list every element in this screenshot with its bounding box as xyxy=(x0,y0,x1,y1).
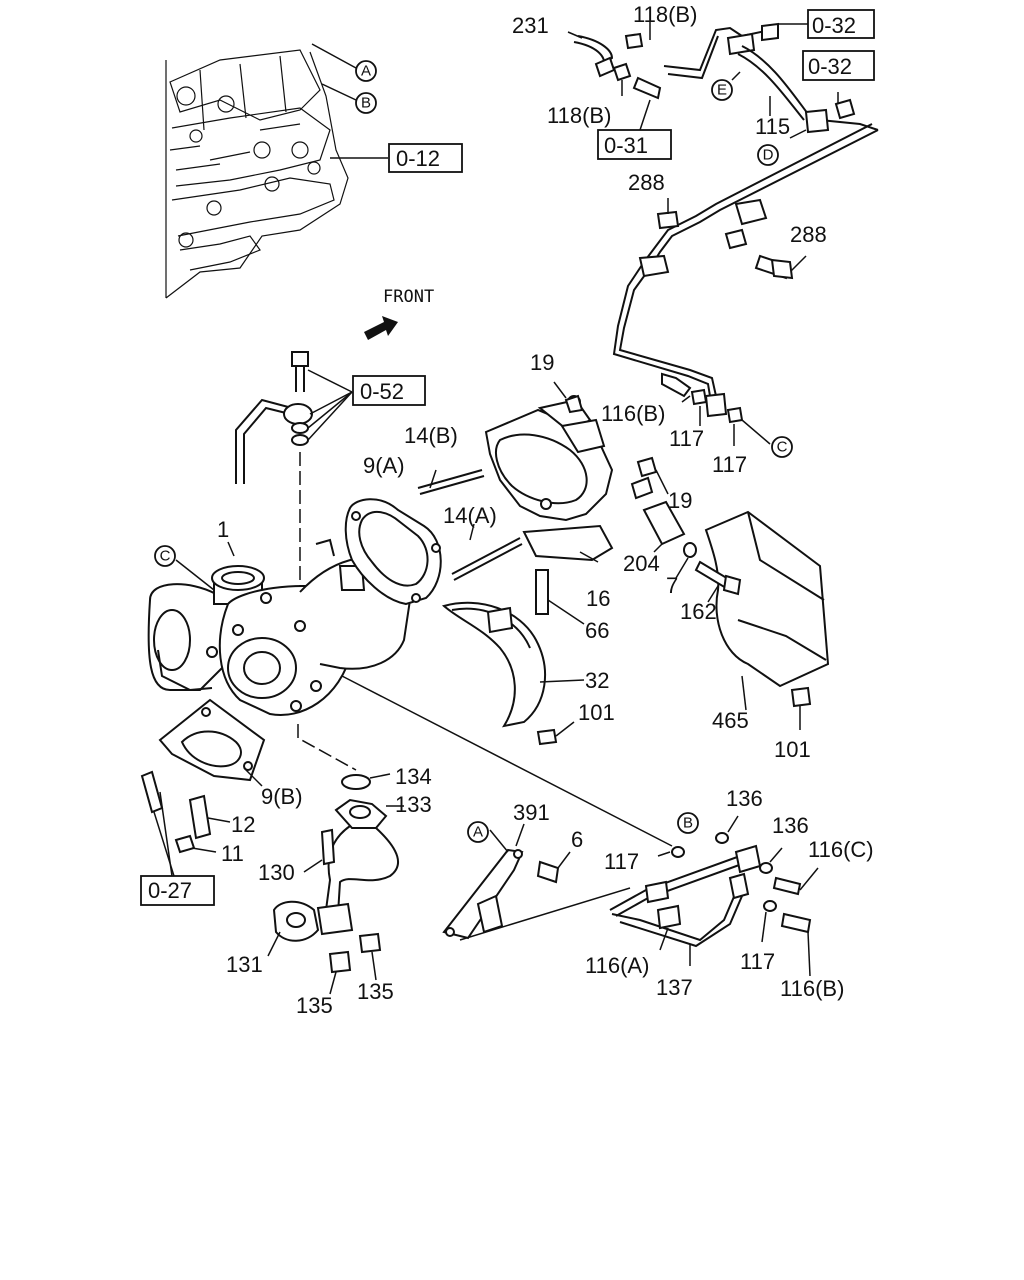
label-136-b: 136 xyxy=(772,813,809,838)
label-465: 465 xyxy=(712,708,749,733)
label-14a: 14(A) xyxy=(443,503,497,528)
label-19-a: 19 xyxy=(530,350,554,375)
marker-d: D xyxy=(763,147,774,164)
tube-204-drawing xyxy=(630,388,771,603)
label-116b-b: 116(B) xyxy=(780,976,844,1001)
label-19-b: 19 xyxy=(668,488,692,513)
label-135-a: 135 xyxy=(357,979,394,1004)
label-116c: 116(C) xyxy=(808,837,874,862)
label-11: 11 xyxy=(221,841,244,866)
label-137: 137 xyxy=(656,975,693,1000)
marker-b-top: B xyxy=(361,95,371,112)
label-16: 16 xyxy=(586,586,610,611)
reference-boxes: 0-32 0-32 0-31 0-12 0-52 0-27 xyxy=(140,9,875,906)
part-labels: 231 118(B) 118(B) 115 288 288 19 116(B) … xyxy=(217,2,874,1018)
label-117-a: 117 xyxy=(669,426,704,451)
marker-a-bottom: A xyxy=(473,824,483,841)
marker-e: E xyxy=(717,82,727,99)
label-66: 66 xyxy=(585,618,609,643)
oil-drain-pipe-drawing xyxy=(267,724,404,995)
label-134: 134 xyxy=(395,764,432,789)
label-14b: 14(B) xyxy=(404,423,458,448)
ref-box-0-31: 0-31 xyxy=(604,133,648,158)
label-117-c: 117 xyxy=(604,849,639,874)
label-9b: 9(B) xyxy=(261,784,303,809)
marker-a-top: A xyxy=(361,63,371,80)
bolts-top-right-drawing xyxy=(661,258,794,403)
exhaust-adapter-drawing xyxy=(484,381,669,625)
label-288-a: 288 xyxy=(628,170,665,195)
heat-shield-32-drawing xyxy=(441,601,585,746)
oil-return-pipe-drawing xyxy=(235,351,353,590)
ref-box-0-52: 0-52 xyxy=(360,379,404,404)
label-204: 204 xyxy=(623,551,660,576)
label-32: 32 xyxy=(585,668,609,693)
label-101-b: 101 xyxy=(774,737,811,762)
label-131: 131 xyxy=(226,952,263,977)
marker-b-bottom: B xyxy=(683,815,693,832)
label-115: 115 xyxy=(755,114,790,139)
label-118b-bottom: 118(B) xyxy=(547,103,611,128)
label-117-b: 117 xyxy=(712,452,747,477)
engine-block-drawing xyxy=(165,43,388,299)
circle-markers: A B E D C C A B xyxy=(154,60,793,843)
front-arrow xyxy=(364,316,398,340)
label-391: 391 xyxy=(513,800,550,825)
ref-box-0-32-b: 0-32 xyxy=(808,54,852,79)
label-162: 162 xyxy=(680,599,717,624)
label-9a: 9(A) xyxy=(363,453,405,478)
label-116b-a: 116(B) xyxy=(601,401,665,426)
label-117-d: 117 xyxy=(740,949,775,974)
label-101-a: 101 xyxy=(578,700,615,725)
label-135-b: 135 xyxy=(296,993,333,1018)
front-label: FRONT xyxy=(383,287,434,307)
label-130: 130 xyxy=(258,860,295,885)
label-116a: 116(A) xyxy=(585,953,649,978)
label-6: 6 xyxy=(571,827,583,852)
gasket-9a-drawing xyxy=(344,469,523,606)
label-136-a: 136 xyxy=(726,786,763,811)
gasket-9b-drawing xyxy=(140,698,266,877)
label-7: 7 xyxy=(666,573,678,598)
ref-box-0-32-a: 0-32 xyxy=(812,13,856,38)
oil-feed-pipe-drawing xyxy=(567,22,879,418)
label-288-b: 288 xyxy=(790,222,827,247)
label-133: 133 xyxy=(395,792,432,817)
bracket-391-drawing xyxy=(341,675,819,977)
marker-c-left: C xyxy=(160,548,171,565)
label-231: 231 xyxy=(512,13,549,38)
marker-c-right: C xyxy=(777,439,788,456)
label-1: 1 xyxy=(217,517,229,542)
label-12: 12 xyxy=(231,812,255,837)
ref-box-0-12: 0-12 xyxy=(396,146,440,171)
ref-box-0-27: 0-27 xyxy=(148,878,192,903)
heat-shield-465-drawing xyxy=(704,510,830,730)
turbocharger-drawing xyxy=(147,538,412,716)
label-118b-top: 118(B) xyxy=(633,2,697,27)
